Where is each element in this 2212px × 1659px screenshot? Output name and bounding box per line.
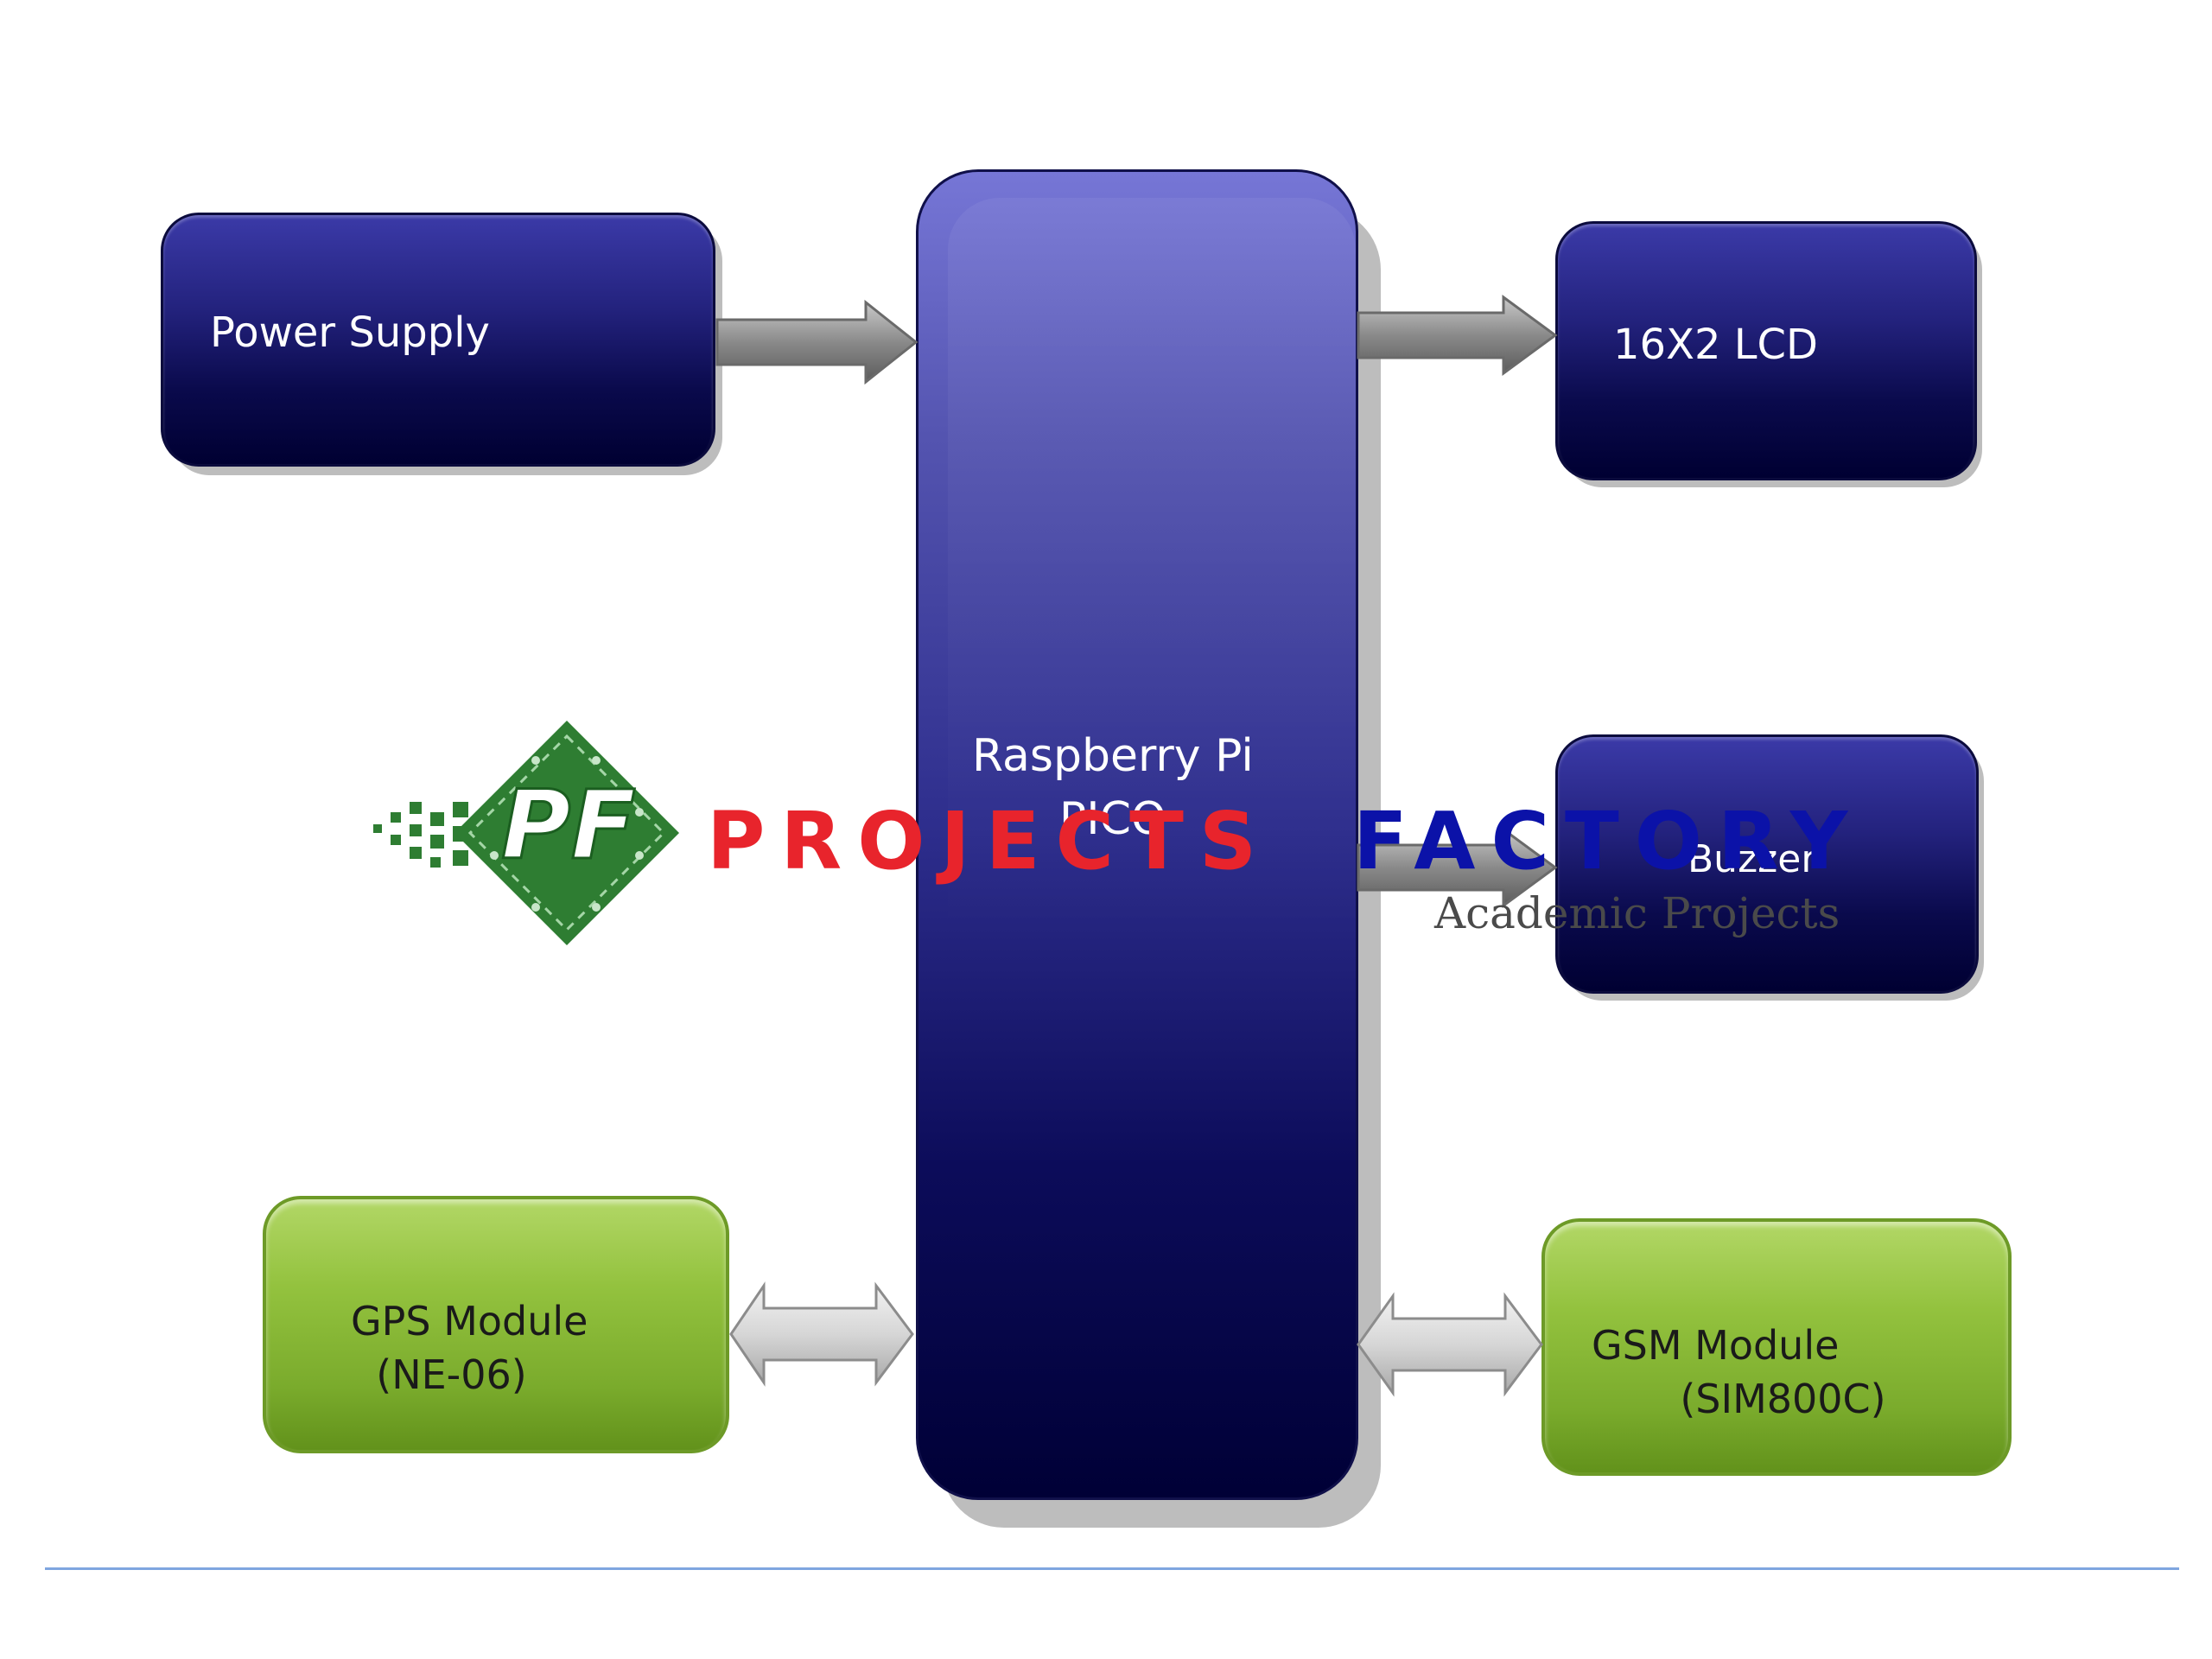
arrow-power-to-mcu	[715, 299, 918, 385]
gps-module-label: GPS Module (NE-06)	[351, 1298, 588, 1399]
raspberry-pi-pico-label: Raspberry Pi PICO	[972, 730, 1254, 845]
arrow-gps-mcu-bidirectional	[729, 1281, 914, 1387]
arrow-mcu-to-lcd	[1357, 295, 1558, 376]
footer-divider	[45, 1567, 2179, 1570]
gsm-module-block: GSM Module (SIM800C)	[1541, 1218, 2012, 1476]
mcu-highlight	[948, 198, 1356, 1446]
watermark-word-factory: FACTORY	[1353, 795, 1864, 887]
buzzer-label: Buzzer	[1688, 837, 1817, 881]
watermark-logo-letters: PF	[500, 770, 638, 880]
buzzer-block: Buzzer	[1555, 734, 1979, 994]
lcd-label: 16X2 LCD	[1613, 321, 1818, 369]
gps-module-block: GPS Module (NE-06)	[263, 1196, 729, 1453]
arrow-mcu-gsm-bidirectional	[1357, 1292, 1543, 1397]
gsm-module-label: GSM Module (SIM800C)	[1592, 1322, 1886, 1423]
projects-factory-logo-icon	[373, 721, 679, 945]
power-supply-block: Power Supply	[161, 213, 715, 467]
arrow-mcu-to-buzzer	[1357, 827, 1558, 908]
power-supply-label: Power Supply	[210, 308, 490, 357]
watermark-word-projects: PROJECTS	[707, 795, 1273, 887]
raspberry-pi-pico-block: Raspberry Pi PICO	[916, 169, 1358, 1500]
watermark-tagline: Academic Projects	[1434, 888, 1840, 938]
lcd-block: 16X2 LCD	[1555, 221, 1977, 480]
